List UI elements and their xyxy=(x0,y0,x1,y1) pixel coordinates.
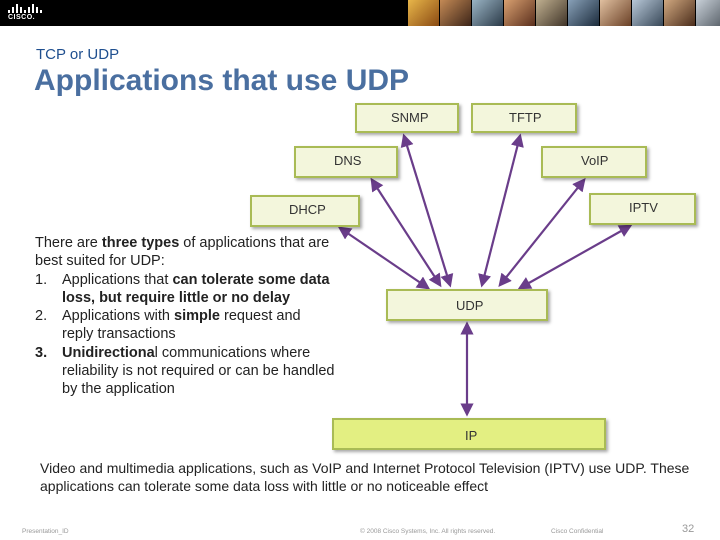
footer-presentation-id: Presentation_ID xyxy=(22,528,69,535)
text-emphasis: simple xyxy=(174,308,220,325)
footer-confidential: Cisco Confidential xyxy=(551,528,604,535)
banner-photo xyxy=(536,0,567,26)
banner-photo xyxy=(568,0,599,26)
text-run: request and reply transactions xyxy=(62,308,301,343)
node-label: IP xyxy=(465,428,478,443)
list-item: 2. Applications with simple request and r… xyxy=(35,307,335,344)
arrow-snmp-udp xyxy=(400,133,454,288)
list-item: 3. Unidirectional communications where re… xyxy=(35,344,335,399)
text-run: There are xyxy=(35,235,102,251)
node-label: UDP xyxy=(456,298,484,313)
banner-photo xyxy=(472,0,503,26)
node-voip: VoIP xyxy=(541,146,647,178)
node-label: TFTP xyxy=(509,110,542,125)
list-number: 2. xyxy=(35,308,48,325)
banner-photo xyxy=(504,0,535,26)
footer-copyright: © 2008 Cisco Systems, Inc. All rights re… xyxy=(360,528,496,535)
banner-photo xyxy=(600,0,631,26)
udp-application-types: There are three types of applications th… xyxy=(35,234,335,399)
arrow-dhcp-udp xyxy=(337,226,431,290)
node-udp: UDP xyxy=(386,289,548,321)
node-label: VoIP xyxy=(581,153,609,168)
text-emphasis: Unidirectiona xyxy=(62,344,155,361)
text-run: Applications that xyxy=(62,271,173,288)
list-number: 1. xyxy=(35,271,48,288)
node-dns: DNS xyxy=(294,146,398,178)
text-run: of applications that are best suited for… xyxy=(35,235,330,270)
node-label: IPTV xyxy=(629,200,658,215)
banner-photo xyxy=(440,0,471,26)
slide-subtitle: TCP or UDP xyxy=(36,46,120,63)
arrow-iptv-udp xyxy=(517,224,633,290)
text-run: Applications with xyxy=(62,308,175,325)
node-snmp: SNMP xyxy=(355,103,459,133)
banner-photo-strip xyxy=(408,0,720,26)
node-dhcp: DHCP xyxy=(250,195,360,227)
node-label: DNS xyxy=(334,153,362,168)
node-label: SNMP xyxy=(391,110,429,125)
arrow-dns-udp xyxy=(370,177,442,288)
banner-photo xyxy=(696,0,720,26)
arrow-tftp-udp xyxy=(478,133,524,288)
list-item: 1. Applications that can tolerate some da… xyxy=(35,271,335,308)
banner-photo xyxy=(408,0,439,26)
banner-photo xyxy=(632,0,663,26)
intro-paragraph: There are three types of applications th… xyxy=(35,234,335,271)
node-label: DHCP xyxy=(289,202,326,217)
cisco-bridge-icon xyxy=(8,4,42,13)
top-banner: CISCO. xyxy=(0,0,720,26)
cisco-logo: CISCO. xyxy=(8,4,42,22)
slide-caption: Video and multimedia applications, such … xyxy=(40,460,690,494)
page-number: 32 xyxy=(682,523,695,535)
text-emphasis: three types xyxy=(101,235,180,251)
slide-title: Applications that use UDP xyxy=(34,64,410,97)
node-tftp: TFTP xyxy=(471,103,577,133)
text-emphasis: can tolerate some data loss, but require… xyxy=(62,271,330,306)
banner-photo xyxy=(664,0,695,26)
list-number: 3. xyxy=(35,344,48,361)
logo-text: CISCO. xyxy=(8,14,36,21)
arrow-voip-udp xyxy=(498,177,586,288)
node-iptv: IPTV xyxy=(589,193,696,225)
node-ip: IP xyxy=(332,418,606,450)
text-run: l communications where reliability is no… xyxy=(62,344,335,398)
